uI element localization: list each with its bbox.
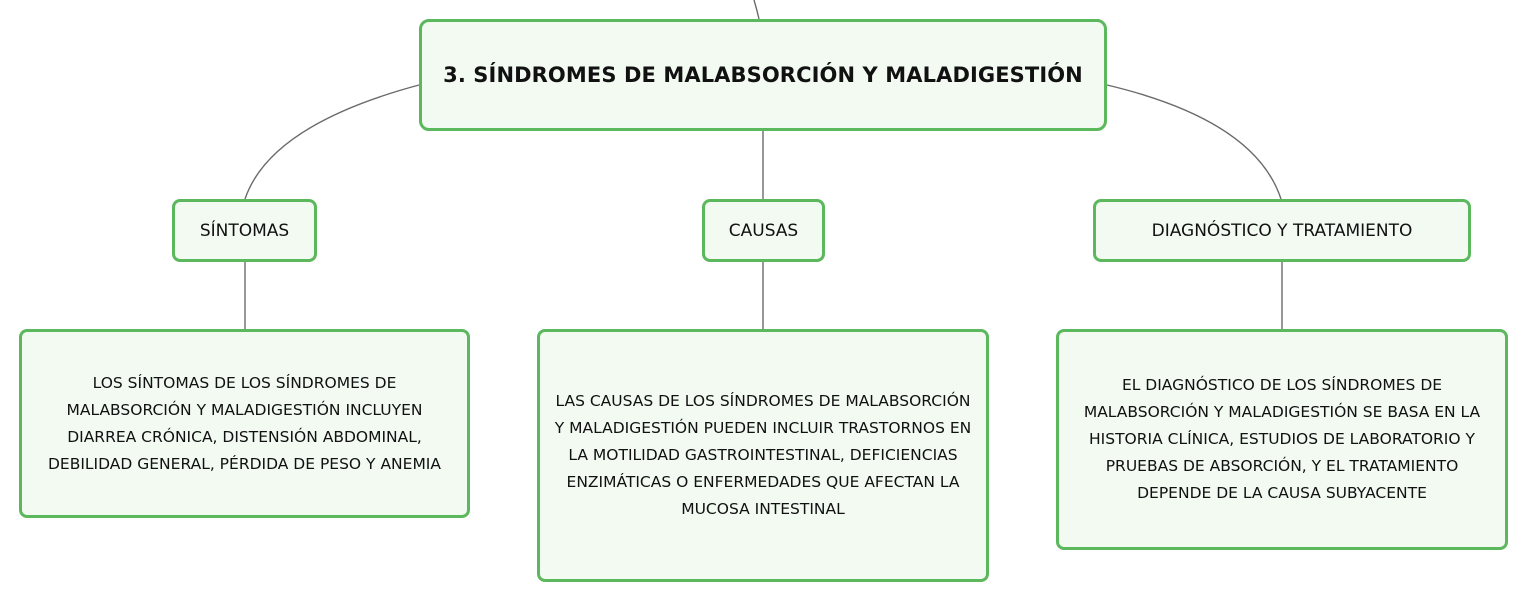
diagnostico-tratamiento-node[interactable]: DIAGNÓSTICO Y TRATAMIENTO [1093,199,1471,262]
causas-detail-node[interactable]: LAS CAUSAS DE LOS SÍNDROMES DE MALABSORC… [537,329,989,582]
connector-root-to-diagnostico [1106,84,1282,200]
diagnostico-tratamiento-label: DIAGNÓSTICO Y TRATAMIENTO [1151,220,1413,241]
causas-node[interactable]: CAUSAS [702,199,825,262]
causas-detail-text: LAS CAUSAS DE LOS SÍNDROMES DE MALABSORC… [554,392,972,518]
connector-parent-to-root [753,0,760,20]
root-topic-node[interactable]: 3. SÍNDROMES DE MALABSORCIÓN Y MALADIGES… [419,19,1107,131]
sintomas-node[interactable]: SÍNTOMAS [172,199,317,262]
root-topic-label: 3. SÍNDROMES DE MALABSORCIÓN Y MALADIGES… [443,63,1083,87]
sintomas-detail-text: LOS SÍNTOMAS DE LOS SÍNDROMES DE MALABSO… [47,373,441,473]
sintomas-label: SÍNTOMAS [199,220,290,241]
connector-root-to-sintomas [244,84,420,200]
sintomas-detail-node[interactable]: LOS SÍNTOMAS DE LOS SÍNDROMES DE MALABSO… [19,329,470,518]
diagnostico-tratamiento-detail-node[interactable]: EL DIAGNÓSTICO DE LOS SÍNDROMES DE MALAB… [1056,329,1508,550]
diagnostico-tratamiento-detail-text: EL DIAGNÓSTICO DE LOS SÍNDROMES DE MALAB… [1083,376,1481,502]
causas-label: CAUSAS [728,220,799,241]
